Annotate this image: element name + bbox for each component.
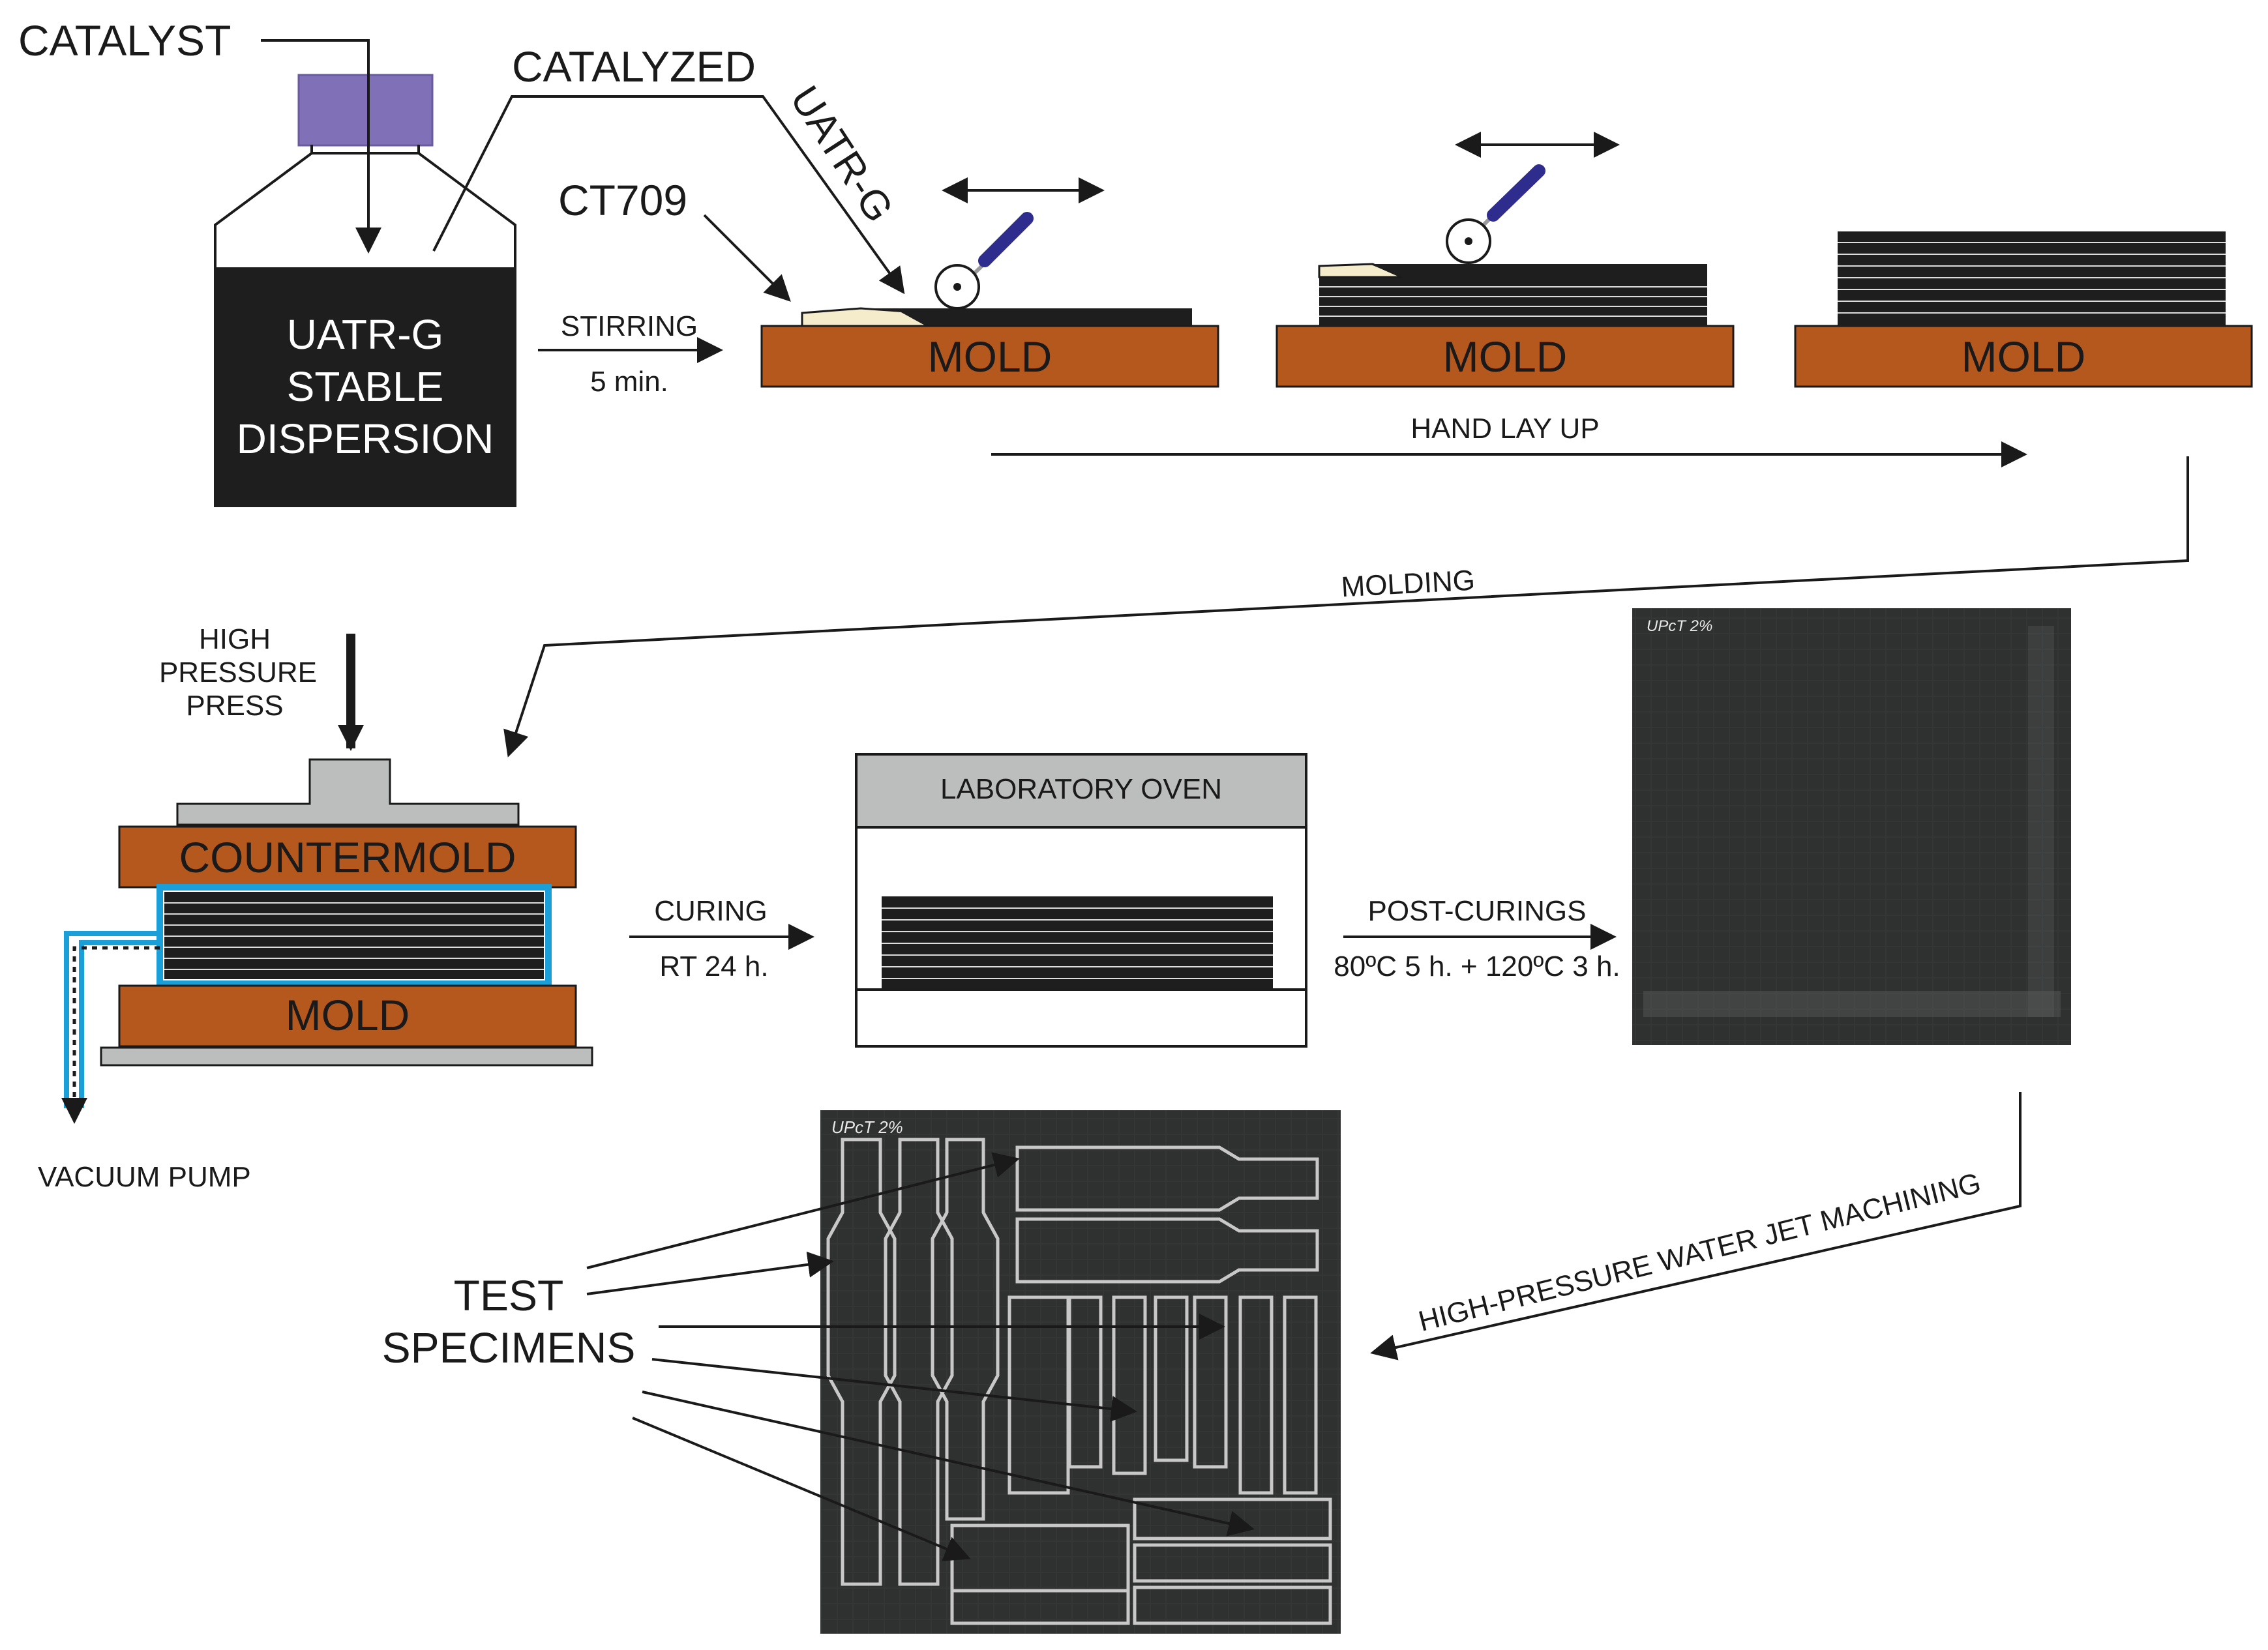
- molding-connector: [503, 456, 2189, 758]
- specimens-label: SPECIMENS: [382, 1323, 636, 1372]
- post-curings-time-label: 80ºC 5 h. + 120ºC 3 h.: [1334, 950, 1620, 982]
- laminate-stack-2: [1319, 277, 1707, 326]
- machined-panel-mark: UPcT 2%: [831, 1117, 903, 1137]
- mold-block-2: [1276, 325, 1735, 388]
- specimen-pointer-arrows: [586, 1152, 1255, 1561]
- laboratory-oven: LABORATORY OVEN: [855, 753, 1307, 1048]
- water-jet-label: HIGH-PRESSURE WATER JET MACHINING: [1415, 1167, 1984, 1338]
- mold-label-3: MOLD: [1962, 332, 2086, 381]
- press-base: [100, 1046, 593, 1067]
- vacuum-hose: [64, 931, 160, 1108]
- post-curings-label: POST-CURINGS: [1368, 895, 1587, 927]
- hand-lay-up-label: HAND LAY UP: [1410, 413, 1599, 445]
- catalyzed-label: CATALYZED: [512, 42, 756, 91]
- bottle-label-line3: DISPERSION: [237, 415, 494, 462]
- water-jet-connector: [1370, 1092, 2022, 1361]
- oven-top-panel: [855, 753, 1307, 829]
- panel-mark: UPcT 2%: [1647, 617, 1712, 635]
- ct709-arrow: [703, 214, 791, 302]
- press-label-line3: PRESS: [186, 690, 283, 722]
- catalyst-cap: [297, 74, 434, 147]
- vacuum-pump-label: VACUUM PUMP: [38, 1161, 251, 1193]
- bottle-liquid: [214, 267, 516, 507]
- mold-stage-2: MOLD: [1276, 132, 1735, 388]
- laminate-stack-3: [1838, 231, 2226, 326]
- bottle-outline: [214, 145, 516, 267]
- mold-stage-3: MOLD: [1794, 231, 2253, 388]
- catalyst-arrow: [261, 39, 381, 254]
- vacuum-hose-inner: [79, 940, 160, 1108]
- mold-stage-1: MOLD: [760, 177, 1219, 388]
- stirring-label: STIRRING: [561, 310, 698, 342]
- bottle-icon: UATR-G STABLE DISPERSION: [214, 74, 516, 507]
- specimen-cut-lines: [826, 1138, 1332, 1625]
- press-label-line2: PRESSURE: [159, 656, 317, 688]
- cured-panel-photo: UPcT 2%: [1632, 608, 2071, 1045]
- countermold-block: [118, 825, 577, 889]
- roller-tool-icon-2: [1446, 164, 1545, 264]
- oven-label: LABORATORY OVEN: [940, 773, 1222, 805]
- catalyst-label: CATALYST: [18, 16, 231, 65]
- curing-time-label: RT 24 h.: [659, 950, 768, 982]
- vacuum-line: [61, 946, 160, 1124]
- roller-tool-icon: [934, 212, 1034, 310]
- press-head: [176, 758, 520, 826]
- bottle-label-line2: STABLE: [287, 363, 444, 410]
- curing-label: CURING: [654, 895, 768, 927]
- press-assembly: COUNTERMOLD MOLD: [61, 758, 593, 1124]
- mold-label-1: MOLD: [928, 332, 1052, 381]
- mold-block-3: [1794, 325, 2253, 388]
- top-ply-2: [1369, 264, 1707, 277]
- ct709-label: CT709: [558, 176, 687, 224]
- stirring-time-label: 5 min.: [590, 366, 668, 398]
- mold-block-1: [760, 325, 1219, 388]
- mold-block-bottom: [118, 984, 577, 1048]
- mold-bottom-label: MOLD: [286, 991, 410, 1039]
- bottle-label-line1: UATR-G: [287, 311, 444, 358]
- test-label: TEST: [454, 1271, 564, 1319]
- catalyzed-line: [432, 95, 905, 295]
- laminate-ply: [854, 308, 1192, 326]
- machined-panel-photo: UPcT 2%: [820, 1110, 1341, 1634]
- mold-label-2: MOLD: [1443, 332, 1568, 381]
- molding-label: MOLDING: [1340, 565, 1476, 604]
- countermold-label: COUNTERMOLD: [179, 833, 516, 881]
- press-label-line1: HIGH: [199, 623, 271, 655]
